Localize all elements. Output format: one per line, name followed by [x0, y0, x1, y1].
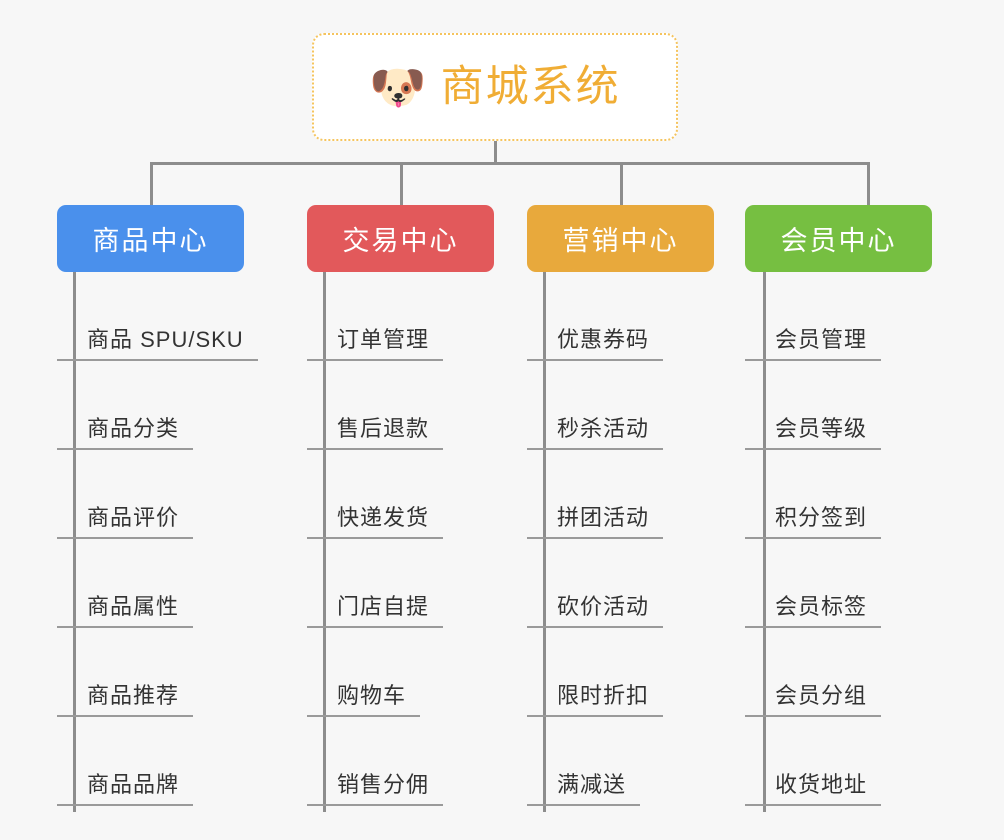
branch-header-3[interactable]: 营销中心: [527, 205, 714, 272]
leaf-item[interactable]: 购物车: [307, 628, 494, 717]
leaf-list-1: 商品 SPU/SKU 商品分类 商品评价 商品属性 商品推荐 商品品牌: [57, 272, 258, 806]
leaf-label: 会员标签: [775, 594, 868, 619]
leaf-item[interactable]: 商品分类: [57, 361, 244, 450]
leaf-item[interactable]: 拼团活动: [527, 450, 714, 539]
leaf-item[interactable]: 满减送: [527, 717, 714, 806]
branch-交易中心: 交易中心 订单管理 售后退款 快递发货 门店自提 购物车 销售分佣: [307, 205, 494, 812]
leaf-item[interactable]: 销售分佣: [307, 717, 494, 806]
leaf-underline: 商品属性: [57, 594, 194, 628]
leaf-underline: 商品 SPU/SKU: [57, 327, 258, 361]
leaf-underline: 购物车: [307, 683, 421, 717]
leaf-label: 拼团活动: [557, 505, 650, 530]
leaf-item[interactable]: 售后退款: [307, 361, 494, 450]
connector-bus-right: [766, 162, 870, 165]
leaf-underline: 售后退款: [307, 416, 444, 450]
leaf-underline: 砍价活动: [527, 594, 664, 628]
leaf-label: 会员分组: [775, 683, 868, 708]
leaf-underline: 秒杀活动: [527, 416, 664, 450]
leaf-item[interactable]: 订单管理: [307, 272, 494, 361]
leaf-label: 限时折扣: [557, 683, 650, 708]
leaf-item[interactable]: 优惠券码: [527, 272, 714, 361]
leaf-underline: 快递发货: [307, 505, 444, 539]
leaf-item[interactable]: 商品品牌: [57, 717, 244, 806]
leaf-label: 商品品牌: [87, 772, 180, 797]
leaf-underline: 商品分类: [57, 416, 194, 450]
leaf-list-2: 订单管理 售后退款 快递发货 门店自提 购物车 销售分佣: [307, 272, 494, 806]
leaf-underline: 商品推荐: [57, 683, 194, 717]
leaf-label: 门店自提: [337, 594, 430, 619]
branch-header-2[interactable]: 交易中心: [307, 205, 494, 272]
connector-drop-1: [150, 162, 153, 207]
leaf-item[interactable]: 商品评价: [57, 450, 244, 539]
leaf-item[interactable]: 积分签到: [745, 450, 932, 539]
leaf-item[interactable]: 会员等级: [745, 361, 932, 450]
branch-trunk-1: [73, 272, 76, 812]
leaf-underline: 收货地址: [745, 772, 882, 806]
leaf-label: 购物车: [337, 683, 407, 708]
leaf-label: 砍价活动: [557, 594, 650, 619]
leaf-label: 会员等级: [775, 416, 868, 441]
leaf-underline: 门店自提: [307, 594, 444, 628]
connector-root-stem: [494, 141, 497, 165]
shiba-dog-face-icon: 🐶: [369, 61, 427, 113]
leaf-label: 商品 SPU/SKU: [87, 327, 244, 352]
leaf-item[interactable]: 会员分组: [745, 628, 932, 717]
connector-drop-4: [867, 162, 870, 207]
leaf-label: 售后退款: [337, 416, 430, 441]
leaf-underline: 优惠券码: [527, 327, 664, 361]
leaf-underline: 会员标签: [745, 594, 882, 628]
leaf-underline: 满减送: [527, 772, 641, 806]
leaf-label: 收货地址: [775, 772, 868, 797]
branch-header-1[interactable]: 商品中心: [57, 205, 244, 272]
leaf-item[interactable]: 砍价活动: [527, 539, 714, 628]
leaf-underline: 拼团活动: [527, 505, 664, 539]
leaf-label: 商品属性: [87, 594, 180, 619]
connector-drop-2: [400, 162, 403, 207]
leaf-underline: 限时折扣: [527, 683, 664, 717]
leaf-label: 商品评价: [87, 505, 180, 530]
leaf-list-4: 会员管理 会员等级 积分签到 会员标签 会员分组 收货地址: [745, 272, 932, 806]
leaf-list-3: 优惠券码 秒杀活动 拼团活动 砍价活动 限时折扣 满减送: [527, 272, 714, 806]
leaf-underline: 订单管理: [307, 327, 444, 361]
leaf-label: 积分签到: [775, 505, 868, 530]
leaf-item[interactable]: 会员管理: [745, 272, 932, 361]
branch-trunk-3: [543, 272, 546, 812]
leaf-underline: 积分签到: [745, 505, 882, 539]
branch-会员中心: 会员中心 会员管理 会员等级 积分签到 会员标签 会员分组 收货地址: [745, 205, 932, 812]
branch-header-4[interactable]: 会员中心: [745, 205, 932, 272]
connector-drop-3: [620, 162, 623, 207]
leaf-underline: 会员等级: [745, 416, 882, 450]
leaf-label: 商品分类: [87, 416, 180, 441]
leaf-label: 秒杀活动: [557, 416, 650, 441]
leaf-item[interactable]: 门店自提: [307, 539, 494, 628]
branch-trunk-2: [323, 272, 326, 812]
leaf-label: 优惠券码: [557, 327, 650, 352]
leaf-underline: 销售分佣: [307, 772, 444, 806]
leaf-label: 商品推荐: [87, 683, 180, 708]
leaf-underline: 会员管理: [745, 327, 882, 361]
leaf-label: 订单管理: [337, 327, 430, 352]
leaf-item[interactable]: 限时折扣: [527, 628, 714, 717]
leaf-underline: 商品评价: [57, 505, 194, 539]
leaf-item[interactable]: 秒杀活动: [527, 361, 714, 450]
leaf-label: 会员管理: [775, 327, 868, 352]
leaf-label: 销售分佣: [337, 772, 430, 797]
leaf-underline: 会员分组: [745, 683, 882, 717]
branch-商品中心: 商品中心 商品 SPU/SKU 商品分类 商品评价 商品属性 商品推荐 商品品牌: [57, 205, 258, 812]
leaf-label: 满减送: [557, 772, 627, 797]
leaf-underline: 商品品牌: [57, 772, 194, 806]
leaf-item[interactable]: 商品推荐: [57, 628, 244, 717]
leaf-label: 快递发货: [337, 505, 430, 530]
leaf-item[interactable]: 会员标签: [745, 539, 932, 628]
leaf-item[interactable]: 快递发货: [307, 450, 494, 539]
leaf-item[interactable]: 商品属性: [57, 539, 244, 628]
branch-营销中心: 营销中心 优惠券码 秒杀活动 拼团活动 砍价活动 限时折扣 满减送: [527, 205, 714, 812]
branch-trunk-4: [763, 272, 766, 812]
root-title: 商城系统: [440, 62, 621, 111]
connector-bus: [150, 162, 766, 165]
leaf-item[interactable]: 收货地址: [745, 717, 932, 806]
leaf-item[interactable]: 商品 SPU/SKU: [57, 272, 258, 361]
root-node[interactable]: 🐶 商城系统: [312, 33, 678, 141]
